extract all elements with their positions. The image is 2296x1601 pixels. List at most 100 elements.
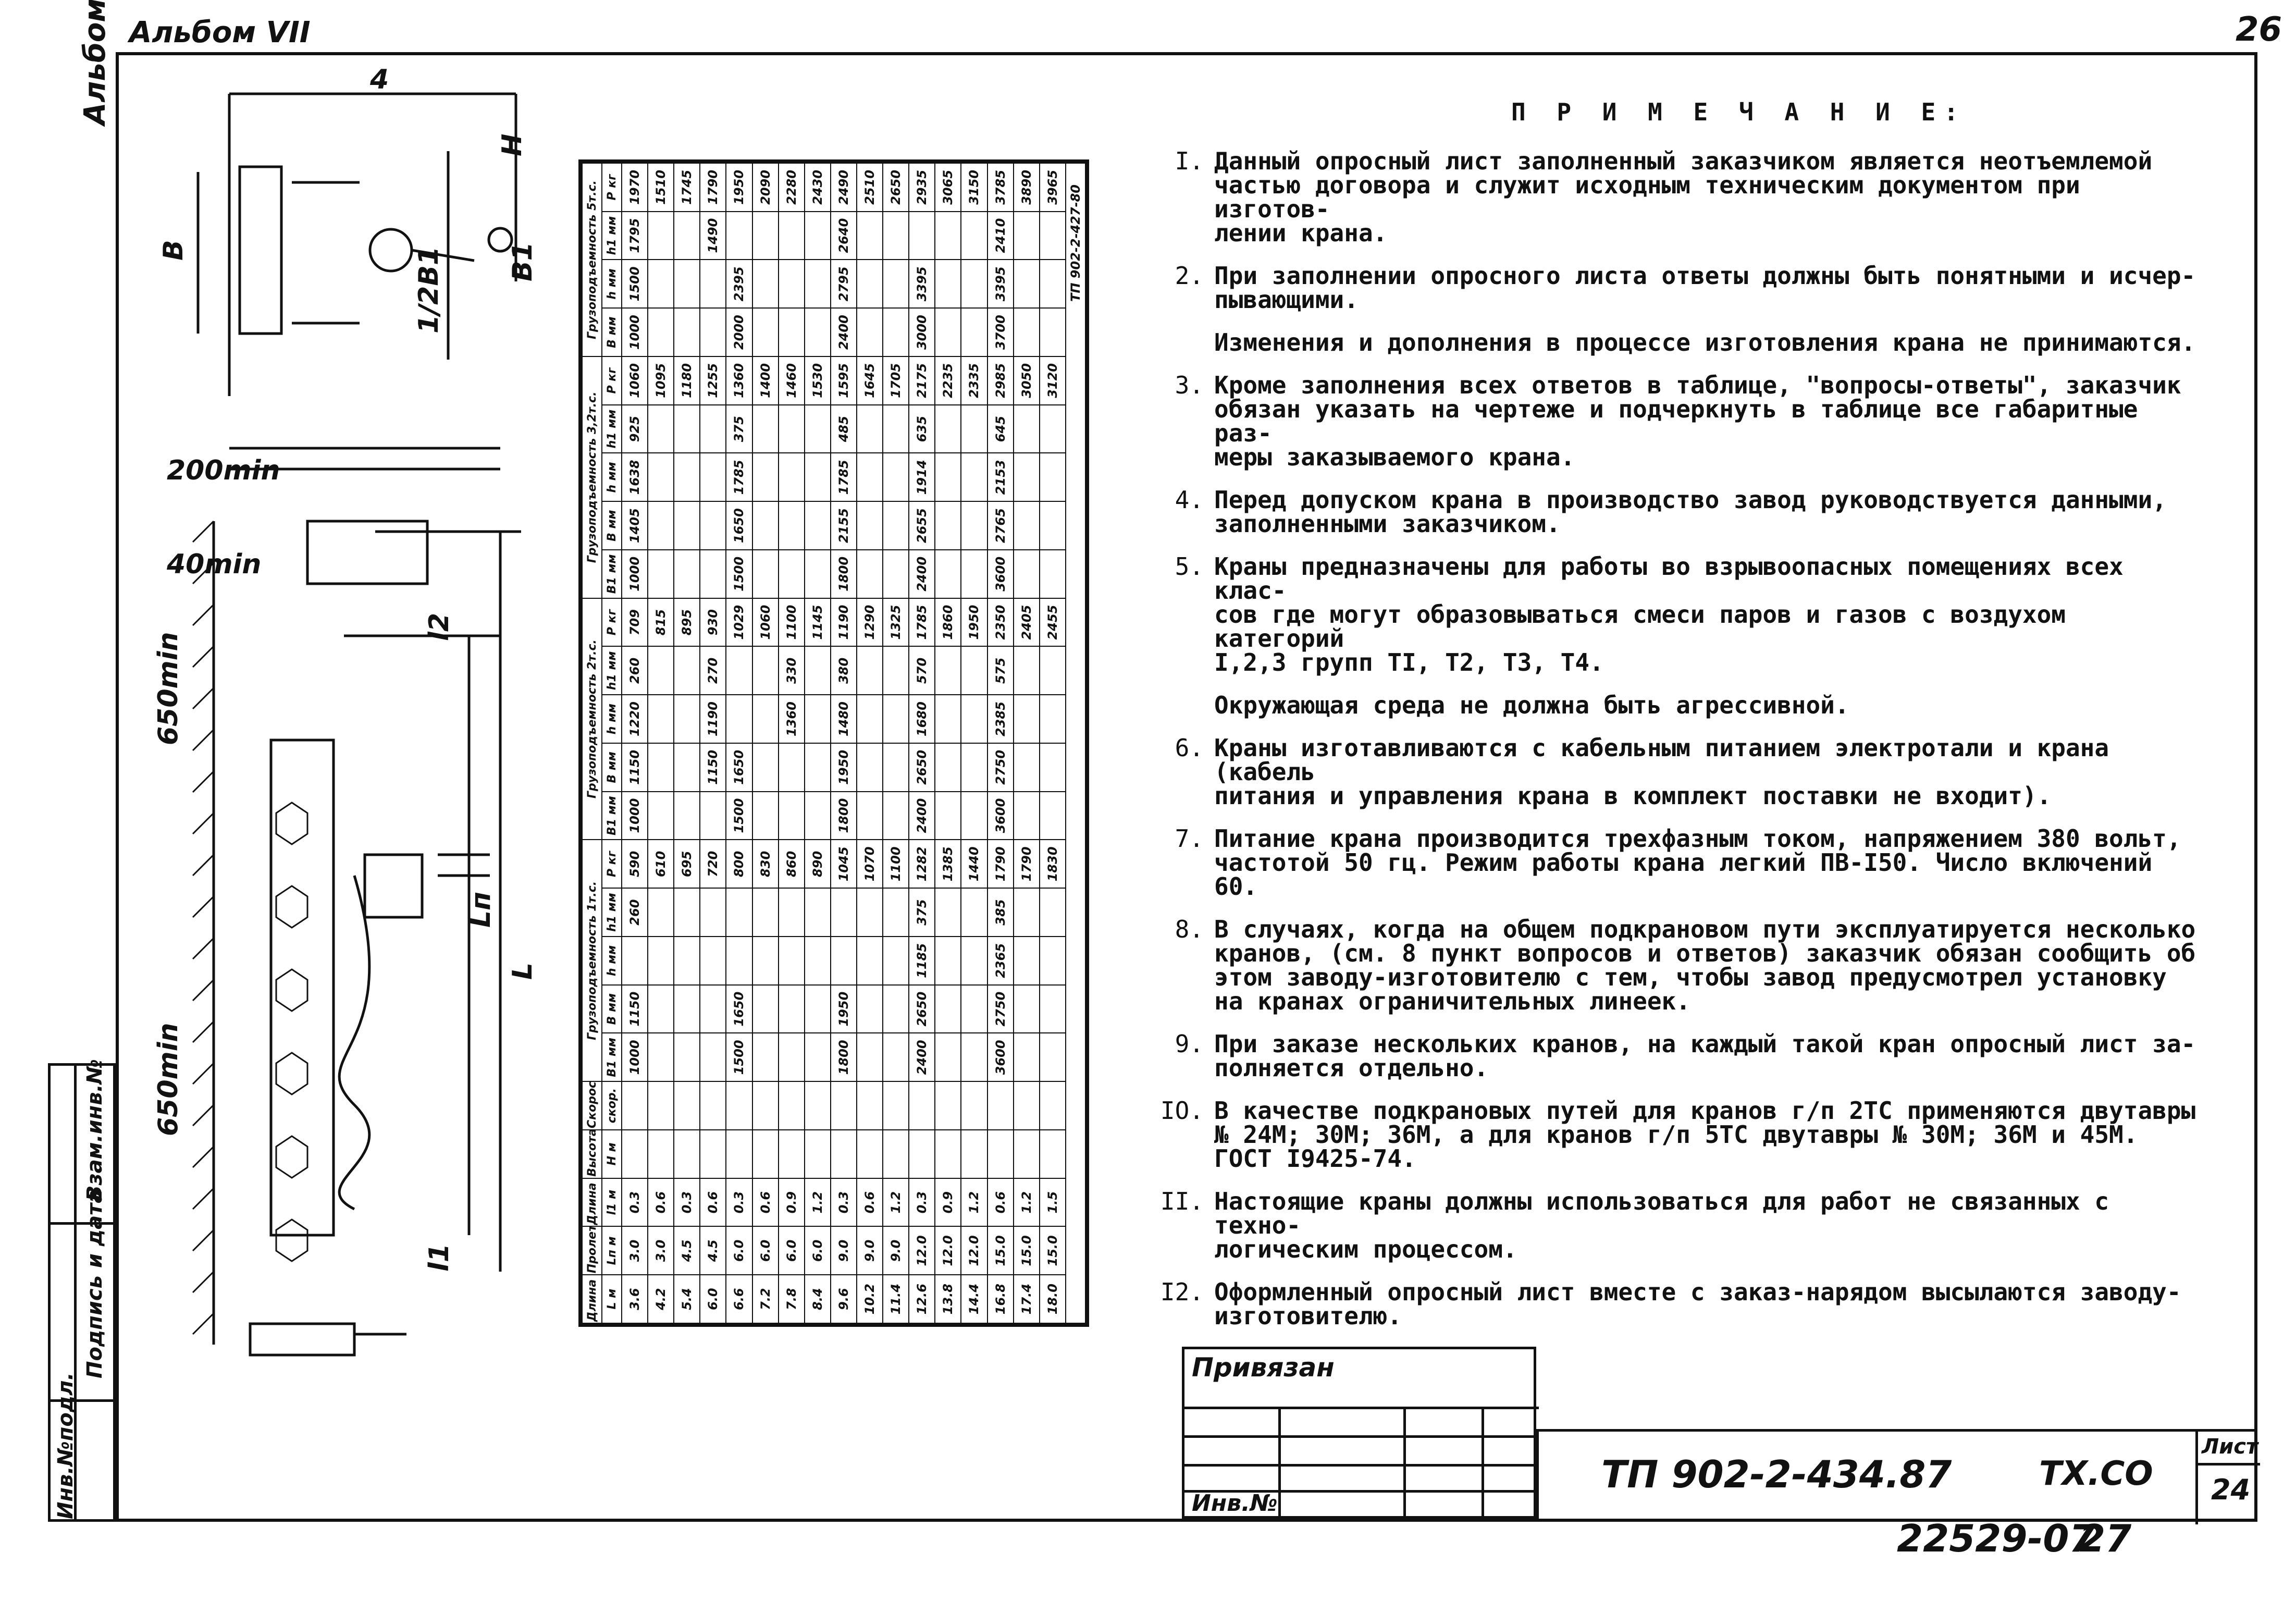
table-cell (883, 211, 909, 260)
privyazan-label: Привязан (1192, 1352, 1335, 1383)
table-cell (674, 404, 700, 453)
note-text: Настоящие краны должны использоваться дл… (1214, 1187, 2109, 1263)
group-header: Грузоподъемность 5т.с. (582, 163, 602, 356)
table-cell: 1290 (856, 598, 883, 647)
table-cell: 570 (909, 646, 935, 695)
note-item: I2.Оформленный опросный лист вместе с за… (1152, 1280, 2199, 1328)
table-cell (804, 404, 831, 453)
table-cell (700, 260, 726, 309)
table-cell: 2400 (909, 791, 935, 840)
bottom-page: 27 (2079, 1517, 2132, 1560)
table-cell: 0.3 (830, 1178, 857, 1227)
table-cell: 1.2 (1013, 1178, 1040, 1227)
table-cell (1013, 550, 1040, 598)
table-cell (752, 501, 779, 550)
table-cell (622, 937, 648, 985)
table-cell (778, 1130, 805, 1178)
table-cell (700, 888, 726, 937)
table-cell: 2280 (778, 163, 805, 212)
table-cell (648, 260, 674, 309)
table-cell (1039, 1033, 1066, 1082)
table-cell: 695 (674, 840, 700, 889)
table-cell: 2410 (987, 211, 1014, 260)
table-cell (674, 791, 700, 840)
table-cell: 1500 (726, 550, 752, 598)
table-cell: 1440 (961, 840, 987, 889)
column-header: P кг (602, 163, 622, 212)
note-number: 6. (1175, 734, 1204, 762)
column-header: H м (602, 1130, 622, 1178)
table-cell: 17.4 (1013, 1275, 1040, 1323)
table-cell (1039, 743, 1066, 792)
table-cell (1039, 937, 1066, 985)
table-cell: 1500 (726, 1033, 752, 1082)
table-cell: 330 (778, 646, 805, 695)
table-cell (700, 791, 726, 840)
table-cell (778, 743, 805, 792)
table-cell: 1150 (622, 743, 648, 792)
table-cell: 1950 (726, 163, 752, 212)
table-cell: 3.6 (622, 1275, 648, 1323)
table-cell: 270 (700, 646, 726, 695)
table-cell: 1325 (883, 598, 909, 647)
table-cell (752, 1130, 779, 1178)
table-cell: 645 (987, 404, 1014, 453)
table-cell (752, 791, 779, 840)
table-cell: 3120 (1039, 356, 1066, 405)
table-code-row: ТП 902-2-427-80 (1066, 163, 1085, 1323)
table-cell: 3395 (909, 260, 935, 309)
table-cell (883, 1130, 909, 1178)
table-cell: 2405 (1013, 598, 1040, 647)
column-header: B мм (602, 501, 622, 550)
table-cell (935, 501, 961, 550)
table-cell: 2655 (909, 501, 935, 550)
table-cell (804, 1130, 831, 1178)
group-header: Грузоподъемность 3,2т.с. (582, 356, 602, 598)
table-cell: 2650 (909, 743, 935, 792)
note-item: 2.При заполнении опросного листа ответы … (1152, 264, 2199, 312)
table-cell (1013, 646, 1040, 695)
group-header: Длина подкр. пути (582, 1178, 602, 1227)
table-cell: 720 (700, 840, 726, 889)
table-cell (700, 453, 726, 502)
table-cell (935, 984, 961, 1033)
sheet-number: 24 (2211, 1473, 2251, 1506)
table-cell (648, 453, 674, 502)
table-cell (935, 646, 961, 695)
table-cell: 8.4 (804, 1275, 831, 1323)
table-cell (700, 1130, 726, 1178)
column-header: P кг (602, 598, 622, 647)
table-cell: 12.0 (961, 1226, 987, 1275)
table-cell: 1.2 (804, 1178, 831, 1227)
table-cell (961, 404, 987, 453)
note-number: IO. (1160, 1097, 1204, 1125)
note-text: Кроме заполнения всех ответов в таблице,… (1214, 371, 2181, 471)
table-cell: 2153 (987, 453, 1014, 502)
table-cell (935, 1081, 961, 1130)
table-cell: 2750 (987, 743, 1014, 792)
table-cell (935, 550, 961, 598)
table-cell: 1060 (622, 356, 648, 405)
note-item: 8.В случаях, когда на общем подкрановом … (1152, 917, 2199, 1013)
strip-label-sign: Подпись и дата (83, 1189, 107, 1378)
note-item: 4.Перед допуском крана в производство за… (1152, 488, 2199, 536)
table-cell: 1190 (830, 598, 857, 647)
table-cell (648, 937, 674, 985)
table-cell: 6.0 (752, 1226, 779, 1275)
table-cell: 3600 (987, 791, 1014, 840)
table-cell: 1790 (987, 840, 1014, 889)
table-cell (726, 695, 752, 743)
table-cell: 2935 (909, 163, 935, 212)
table-cell (1039, 501, 1066, 550)
notes-title: П Р И М Е Ч А Н И Е: (1511, 98, 1967, 126)
table-cell: 1405 (622, 501, 648, 550)
table-cell: 800 (726, 840, 752, 889)
table-cell (778, 888, 805, 937)
table-cell (752, 308, 779, 356)
